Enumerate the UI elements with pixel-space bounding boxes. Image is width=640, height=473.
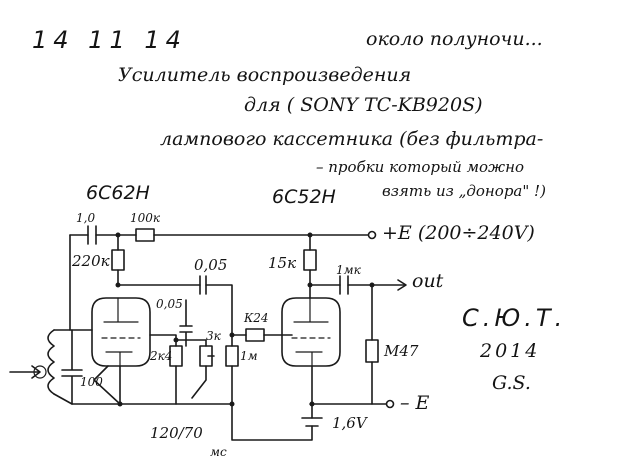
grid-resistor-value: К24 xyxy=(244,311,269,325)
potentiometer-value: 3к xyxy=(206,329,221,343)
grid-resistor xyxy=(245,328,265,342)
load-resistor-value: М47 xyxy=(384,342,419,360)
time-note: около полуночи... xyxy=(366,28,543,50)
anode-resistor-right xyxy=(303,249,317,271)
supply-label: +E (200÷240V) xyxy=(382,222,535,244)
coupling-capacitor-value: 0,05 xyxy=(194,256,228,274)
title-line-4: – пробки который можно xyxy=(316,158,525,176)
cathode-resistor-left-value: 2к4 xyxy=(150,349,173,363)
coupling-capacitor xyxy=(199,275,207,295)
supply-resistor-value: 100к xyxy=(130,211,161,225)
signature-initials: С.Ю.Т. xyxy=(462,304,567,332)
title-line-3: лампового кассетника (без фильтра- xyxy=(160,128,544,150)
input-capacitor xyxy=(87,225,97,245)
cathode-resistor-left xyxy=(169,345,183,367)
signature-mark: G.S. xyxy=(492,372,531,394)
tube-left-label: 6С62Н xyxy=(86,182,150,204)
input-shunt-capacitor xyxy=(61,329,121,405)
input-shunt-capacitor-value: 100 xyxy=(80,375,103,389)
tube-right-label: 6С52Н xyxy=(272,186,336,208)
grid-leak-value: 1м xyxy=(240,349,258,363)
anode-resistor-left-value: 220к xyxy=(72,252,110,270)
supply-resistor xyxy=(135,228,155,242)
input-arrow xyxy=(9,365,41,379)
output-label: out xyxy=(412,270,444,292)
signature-year: 2014 xyxy=(480,340,541,362)
anode-resistor-left xyxy=(111,249,125,271)
ground-label: – E xyxy=(400,392,430,414)
date-label: 14 11 14 xyxy=(32,26,187,54)
title-line-5: взять из „донора" !) xyxy=(382,182,546,200)
cathode-capacitor-value: 120/70 xyxy=(150,424,203,442)
output-capacitor xyxy=(339,275,349,295)
ground-terminal xyxy=(385,399,395,409)
output-capacitor-value: 1мк xyxy=(336,263,361,277)
tube-right xyxy=(281,297,341,367)
title-line-2: для ( SONY TC-KB920S) xyxy=(244,94,483,116)
tube-left xyxy=(91,297,151,367)
input-capacitor-value: 1,0 xyxy=(76,211,96,225)
playback-head-coil xyxy=(47,329,55,395)
bias-battery xyxy=(301,417,323,427)
supply-terminal xyxy=(367,230,377,240)
title-line-1: Усилитель воспроизведения xyxy=(118,64,412,86)
side-capacitor-value: 0,05 xyxy=(156,297,183,311)
battery-value: 1,6V xyxy=(332,414,367,432)
anode-resistor-right-value: 15к xyxy=(268,254,297,272)
cathode-capacitor-unit: мс xyxy=(210,445,227,459)
load-resistor xyxy=(365,339,379,363)
grid-leak-resistor xyxy=(225,345,239,367)
